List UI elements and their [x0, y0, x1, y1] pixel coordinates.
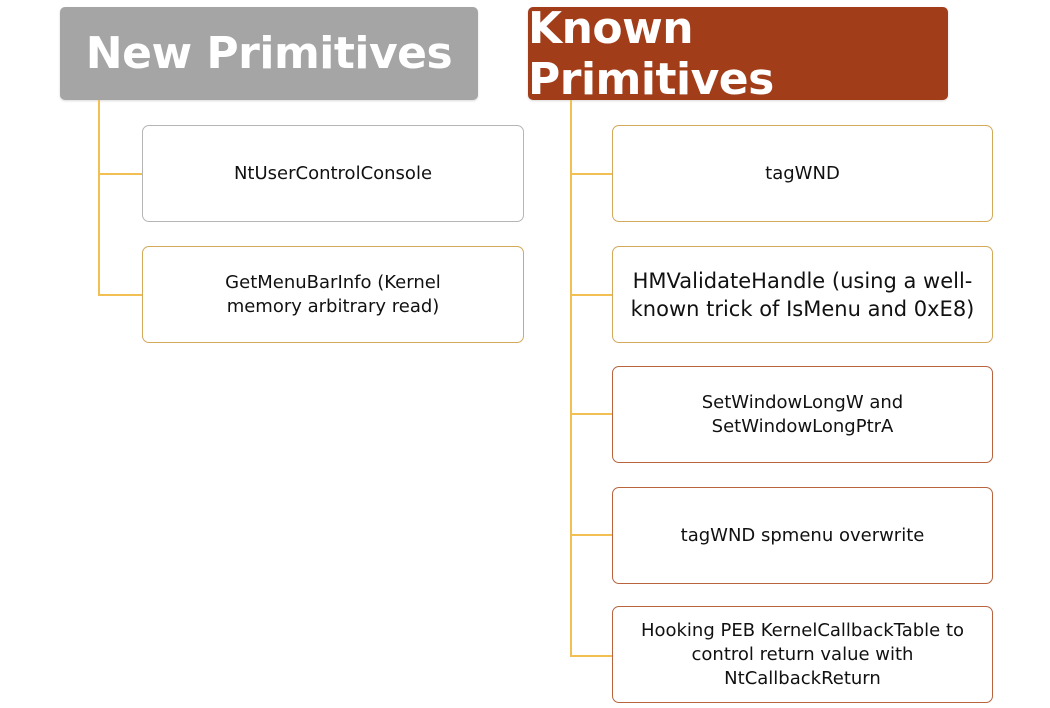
new-primitive-label: NtUserControlConsole	[233, 162, 433, 184]
known-primitive-label: tagWND spmenu overwrite	[680, 524, 925, 546]
known-primitive-tagwnd: tagWND	[612, 125, 993, 222]
connector-tagwnd	[570, 173, 612, 175]
new-primitive-ntusercontrolconsole: NtUserControlConsole	[142, 125, 524, 222]
known-primitive-kernelcallbacktable: Hooking PEB KernelCallbackTable to contr…	[612, 606, 993, 703]
new-primitives-header: New Primitives	[60, 7, 478, 100]
known-primitives-trunk-line	[570, 100, 572, 656]
connector-spmenu-overwrite	[570, 534, 612, 536]
new-primitive-label: GetMenuBarInfo (Kernel memory arbitrary …	[225, 271, 441, 317]
connector-hmvalidatehandle	[570, 294, 612, 296]
known-primitive-label: SetWindowLongW and SetWindowLongPtrA	[701, 391, 904, 437]
known-primitive-setwindowlong: SetWindowLongW and SetWindowLongPtrA	[612, 366, 993, 463]
known-primitive-label: Hooking PEB KernelCallbackTable to contr…	[640, 619, 965, 689]
known-primitives-header: Known Primitives	[528, 3, 948, 105]
connector-kernelcallbacktable	[570, 655, 612, 657]
connector-ntusercontrolconsole	[98, 173, 142, 175]
known-primitive-hmvalidatehandle: HMValidateHandle (using a well-known tri…	[612, 246, 993, 343]
new-primitive-getmenubarinfo: GetMenuBarInfo (Kernel memory arbitrary …	[142, 246, 524, 343]
known-primitive-spmenu-overwrite: tagWND spmenu overwrite	[612, 487, 993, 584]
known-primitive-label: tagWND	[765, 162, 840, 184]
new-primitives-trunk-line	[98, 100, 100, 296]
connector-getmenubarinfo	[98, 294, 142, 296]
known-primitive-label: HMValidateHandle (using a well-known tri…	[630, 268, 975, 321]
connector-setwindowlong	[570, 413, 612, 415]
